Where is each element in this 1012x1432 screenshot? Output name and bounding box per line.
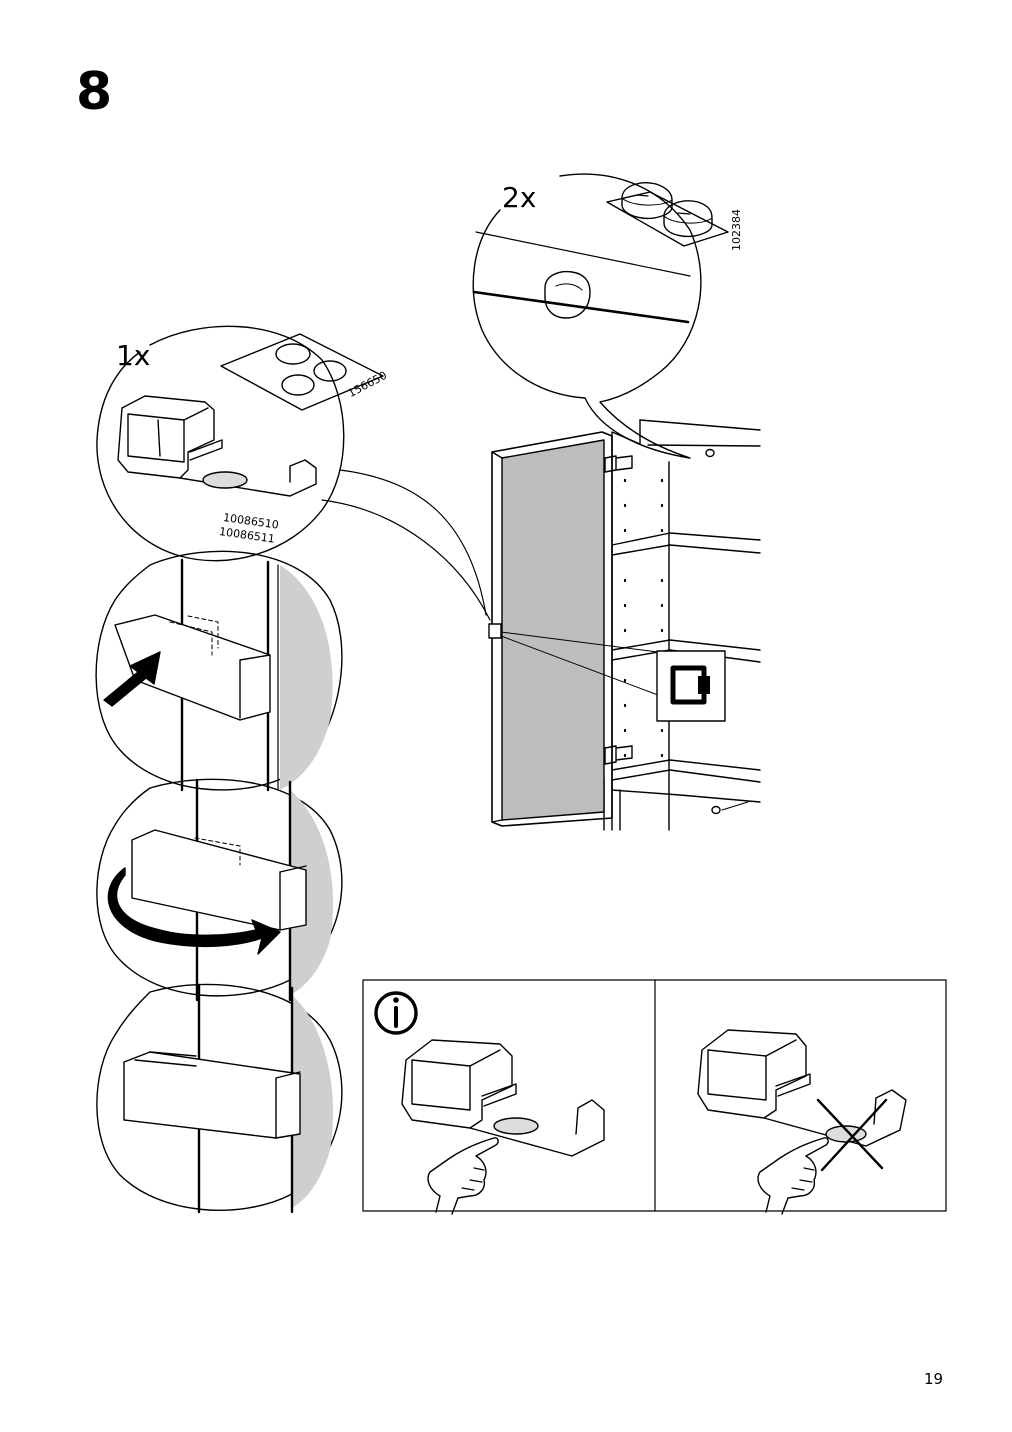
attach-step-3 (96, 983, 343, 1214)
bumper-pad-detail (472, 173, 729, 459)
step-number: 8 (76, 62, 113, 122)
pad-quantity: 2x (502, 181, 537, 214)
page-number: 19 (924, 1370, 944, 1388)
pointing-hand-icon (427, 1137, 499, 1215)
pad-part-number: 102384 (729, 209, 743, 252)
attach-step-1 (95, 550, 343, 792)
catch-correct-illustration (401, 1039, 605, 1157)
pointing-hand-icon (757, 1137, 829, 1215)
catch-incorrect-illustration (697, 1029, 907, 1172)
info-panel (362, 979, 947, 1212)
door-panel (488, 431, 726, 827)
catch-quantity: 1x (116, 339, 151, 372)
attach-step-2 (96, 778, 343, 1002)
cabinet-frame (603, 419, 761, 831)
catch-detail (96, 325, 384, 562)
info-icon (374, 991, 418, 1035)
